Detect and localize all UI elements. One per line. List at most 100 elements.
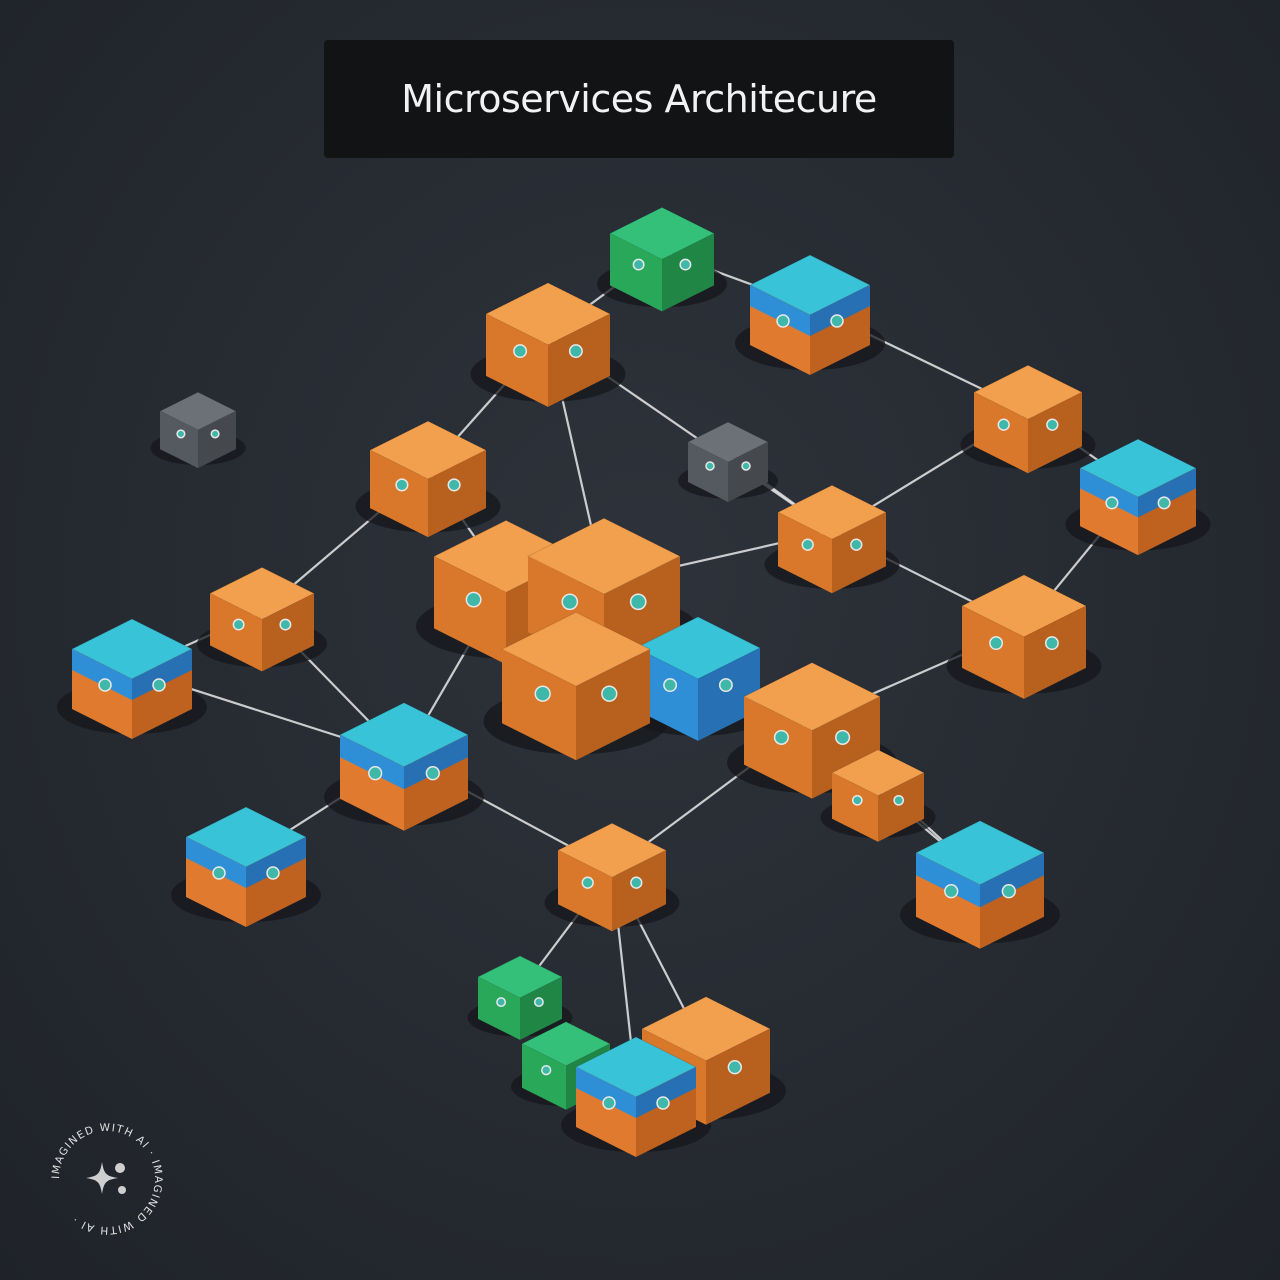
port-dot: [705, 461, 715, 471]
port-dot: [602, 1096, 616, 1110]
cube-left-face: [744, 696, 812, 799]
port-dot: [989, 636, 1004, 651]
cube-right-face: [428, 450, 486, 538]
node-bottom-blue: [574, 1036, 698, 1157]
port-dot: [851, 794, 863, 806]
port-dot: [368, 766, 383, 781]
cube-right-face: [878, 772, 924, 842]
title-banner: Microservices Architecure: [324, 40, 954, 158]
node-gray-mid: [686, 421, 770, 502]
node-left-orange: [368, 420, 488, 538]
port-dot: [534, 685, 551, 702]
cube-right-face: [612, 850, 666, 932]
cube-blue-band-right: [636, 1067, 696, 1118]
node-core-c: [500, 611, 652, 761]
cube-left-face: [962, 605, 1024, 699]
port-dot: [830, 314, 844, 328]
cube-blue-band-left: [750, 285, 810, 336]
cube-left-face: [636, 647, 698, 741]
port-dot: [447, 478, 461, 492]
port-dot: [561, 593, 579, 611]
node-bottom-green-1: [476, 955, 564, 1040]
node-bottom-left-blue: [184, 806, 308, 927]
cube-right-face: [1024, 605, 1086, 699]
node-top-blue: [748, 254, 872, 375]
cube-left-face: [688, 442, 728, 502]
cube-blue-band-left: [916, 852, 980, 908]
cube-left-face: [610, 233, 662, 312]
port-dot: [850, 538, 863, 551]
port-dot: [232, 618, 245, 631]
port-dot: [395, 478, 409, 492]
cube-left-face: [486, 313, 548, 407]
port-dot: [279, 618, 292, 631]
cube-blue-band-left: [186, 837, 246, 888]
port-dot: [98, 678, 112, 692]
port-dot: [1044, 636, 1059, 651]
port-dot: [773, 729, 789, 745]
cube-right-face: [832, 512, 886, 594]
port-dot: [568, 344, 583, 359]
node-left-blue-2: [338, 702, 470, 831]
cube-blue-band-left: [576, 1067, 636, 1118]
port-dot: [425, 766, 440, 781]
port-dot: [176, 429, 186, 439]
port-dot: [727, 1060, 742, 1075]
port-dot: [541, 1065, 552, 1076]
port-dot: [152, 678, 166, 692]
cube-right-face: [520, 976, 562, 1040]
node-mid-orange: [776, 484, 888, 594]
cube-right-face: [728, 442, 768, 502]
diagram-title: Microservices Architecure: [401, 77, 877, 121]
cube-right-face: [548, 313, 610, 407]
cube-blue-band-left: [72, 649, 132, 700]
cube-blue-band-right: [810, 285, 870, 336]
node-right-orange-2: [960, 574, 1088, 699]
node-right-blue-2: [914, 820, 1046, 949]
port-dot: [266, 866, 280, 880]
port-dot: [741, 461, 751, 471]
cube-blue-band-left: [1080, 468, 1138, 518]
port-dot: [997, 418, 1010, 431]
port-dot: [1105, 496, 1119, 510]
imagined-with-ai-badge: IMAGINED WITH AI · IMAGINED WITH AI ·: [46, 1118, 168, 1240]
port-dot: [679, 258, 692, 271]
port-dot: [513, 344, 528, 359]
port-dot: [630, 876, 643, 889]
port-dot: [893, 794, 905, 806]
port-dot: [663, 678, 678, 693]
cube-blue-band-right: [404, 734, 468, 790]
cube-right-face: [576, 649, 650, 761]
port-dot: [835, 729, 851, 745]
port-dot: [581, 876, 594, 889]
port-dot: [1157, 496, 1171, 510]
cube-blue-band-right: [132, 649, 192, 700]
port-dot: [533, 997, 544, 1008]
port-dot: [465, 591, 482, 608]
cube-right-face: [262, 593, 314, 672]
cube-blue-band-right: [1138, 468, 1196, 518]
cube-left-face: [160, 411, 198, 469]
cube-left-face: [210, 593, 262, 672]
node-top-green: [608, 206, 716, 312]
cube-left-face: [478, 976, 520, 1040]
cube-left-face: [502, 649, 576, 761]
node-lower-orange-small: [830, 749, 926, 842]
node-lower-mid-orange: [742, 662, 882, 799]
port-dot: [801, 538, 814, 551]
cube-blue-band-right: [980, 852, 1044, 908]
cube-right-face: [1028, 392, 1082, 474]
port-dot: [632, 258, 645, 271]
port-dot: [656, 1096, 670, 1110]
service-nodes: [70, 206, 1198, 1157]
cube-left-face: [370, 450, 428, 538]
cube-right-face: [198, 411, 236, 469]
node-right-orange-1: [972, 364, 1084, 474]
cube-left-face: [832, 772, 878, 842]
port-dot: [629, 593, 647, 611]
port-dot: [1046, 418, 1059, 431]
port-dot: [210, 429, 220, 439]
node-far-left-orange: [208, 566, 316, 672]
